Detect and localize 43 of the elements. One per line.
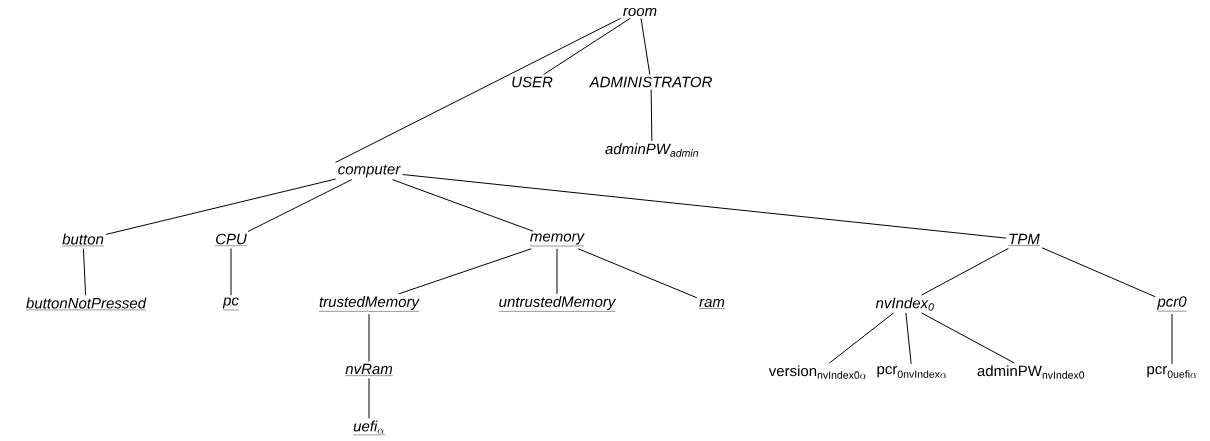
connector-line (247, 179, 353, 232)
node-label: USER (512, 76, 553, 88)
connector-line (391, 179, 534, 232)
underlined-node-label: CPU (215, 233, 248, 246)
connector-line (1041, 247, 1156, 298)
node-label: adminPW$_{admin}$ (605, 143, 699, 157)
connector-line (82, 248, 87, 296)
underlined-node-label: buttonNotPressed (25, 297, 147, 311)
connector-line (829, 312, 895, 364)
connector-line (398, 248, 532, 295)
underlined-node-label: untrustedMemory (498, 296, 617, 312)
underlined-node-label: pcr0 (1157, 296, 1187, 312)
connector-line (368, 313, 370, 363)
connector-line (905, 312, 912, 365)
connector-line (1171, 313, 1173, 365)
connector-line (401, 174, 1007, 239)
connector-line (543, 17, 631, 75)
node-label: $\mathrm{pcr}_{\mathrm{0nvIndex}\alpha}$ (877, 366, 947, 378)
node-label: room (623, 7, 657, 17)
node-label: adminPW$_{nvIndex0}$ (977, 365, 1085, 379)
underlined-node-label: memory (529, 233, 585, 247)
connector-line (650, 89, 653, 142)
underlined-node-label: nvRam (345, 363, 393, 376)
underlined-node-label: TPM (1007, 233, 1041, 246)
node-label: ADMINISTRATOR (588, 76, 712, 88)
connector-line (640, 17, 651, 75)
connector-line (335, 17, 622, 163)
underlined-node-label: $\mathit{uefi}_{\alpha}$ (352, 420, 386, 436)
underlined-node-label: ram (698, 298, 726, 309)
connector-line (921, 247, 1009, 296)
node-label: $\mathrm{version}_{\mathrm{nvIndex0}\alpha}$ (768, 365, 867, 379)
connector-line (368, 377, 370, 419)
connector-line (577, 248, 698, 299)
connector-line (556, 248, 558, 295)
underlined-node-label: button (61, 233, 105, 247)
node-label: computer (338, 164, 401, 178)
connector-line (230, 248, 232, 296)
node-label: nvIndex$_{0}$ (875, 297, 934, 311)
connector-line (105, 178, 337, 235)
connector-line (920, 312, 1015, 364)
node-label: $\mathrm{pcr}_{\mathrm{0uefi}\alpha}$ (1147, 366, 1197, 378)
underlined-node-label: pc (222, 297, 240, 311)
underlined-node-label: trustedMemory (318, 296, 420, 312)
